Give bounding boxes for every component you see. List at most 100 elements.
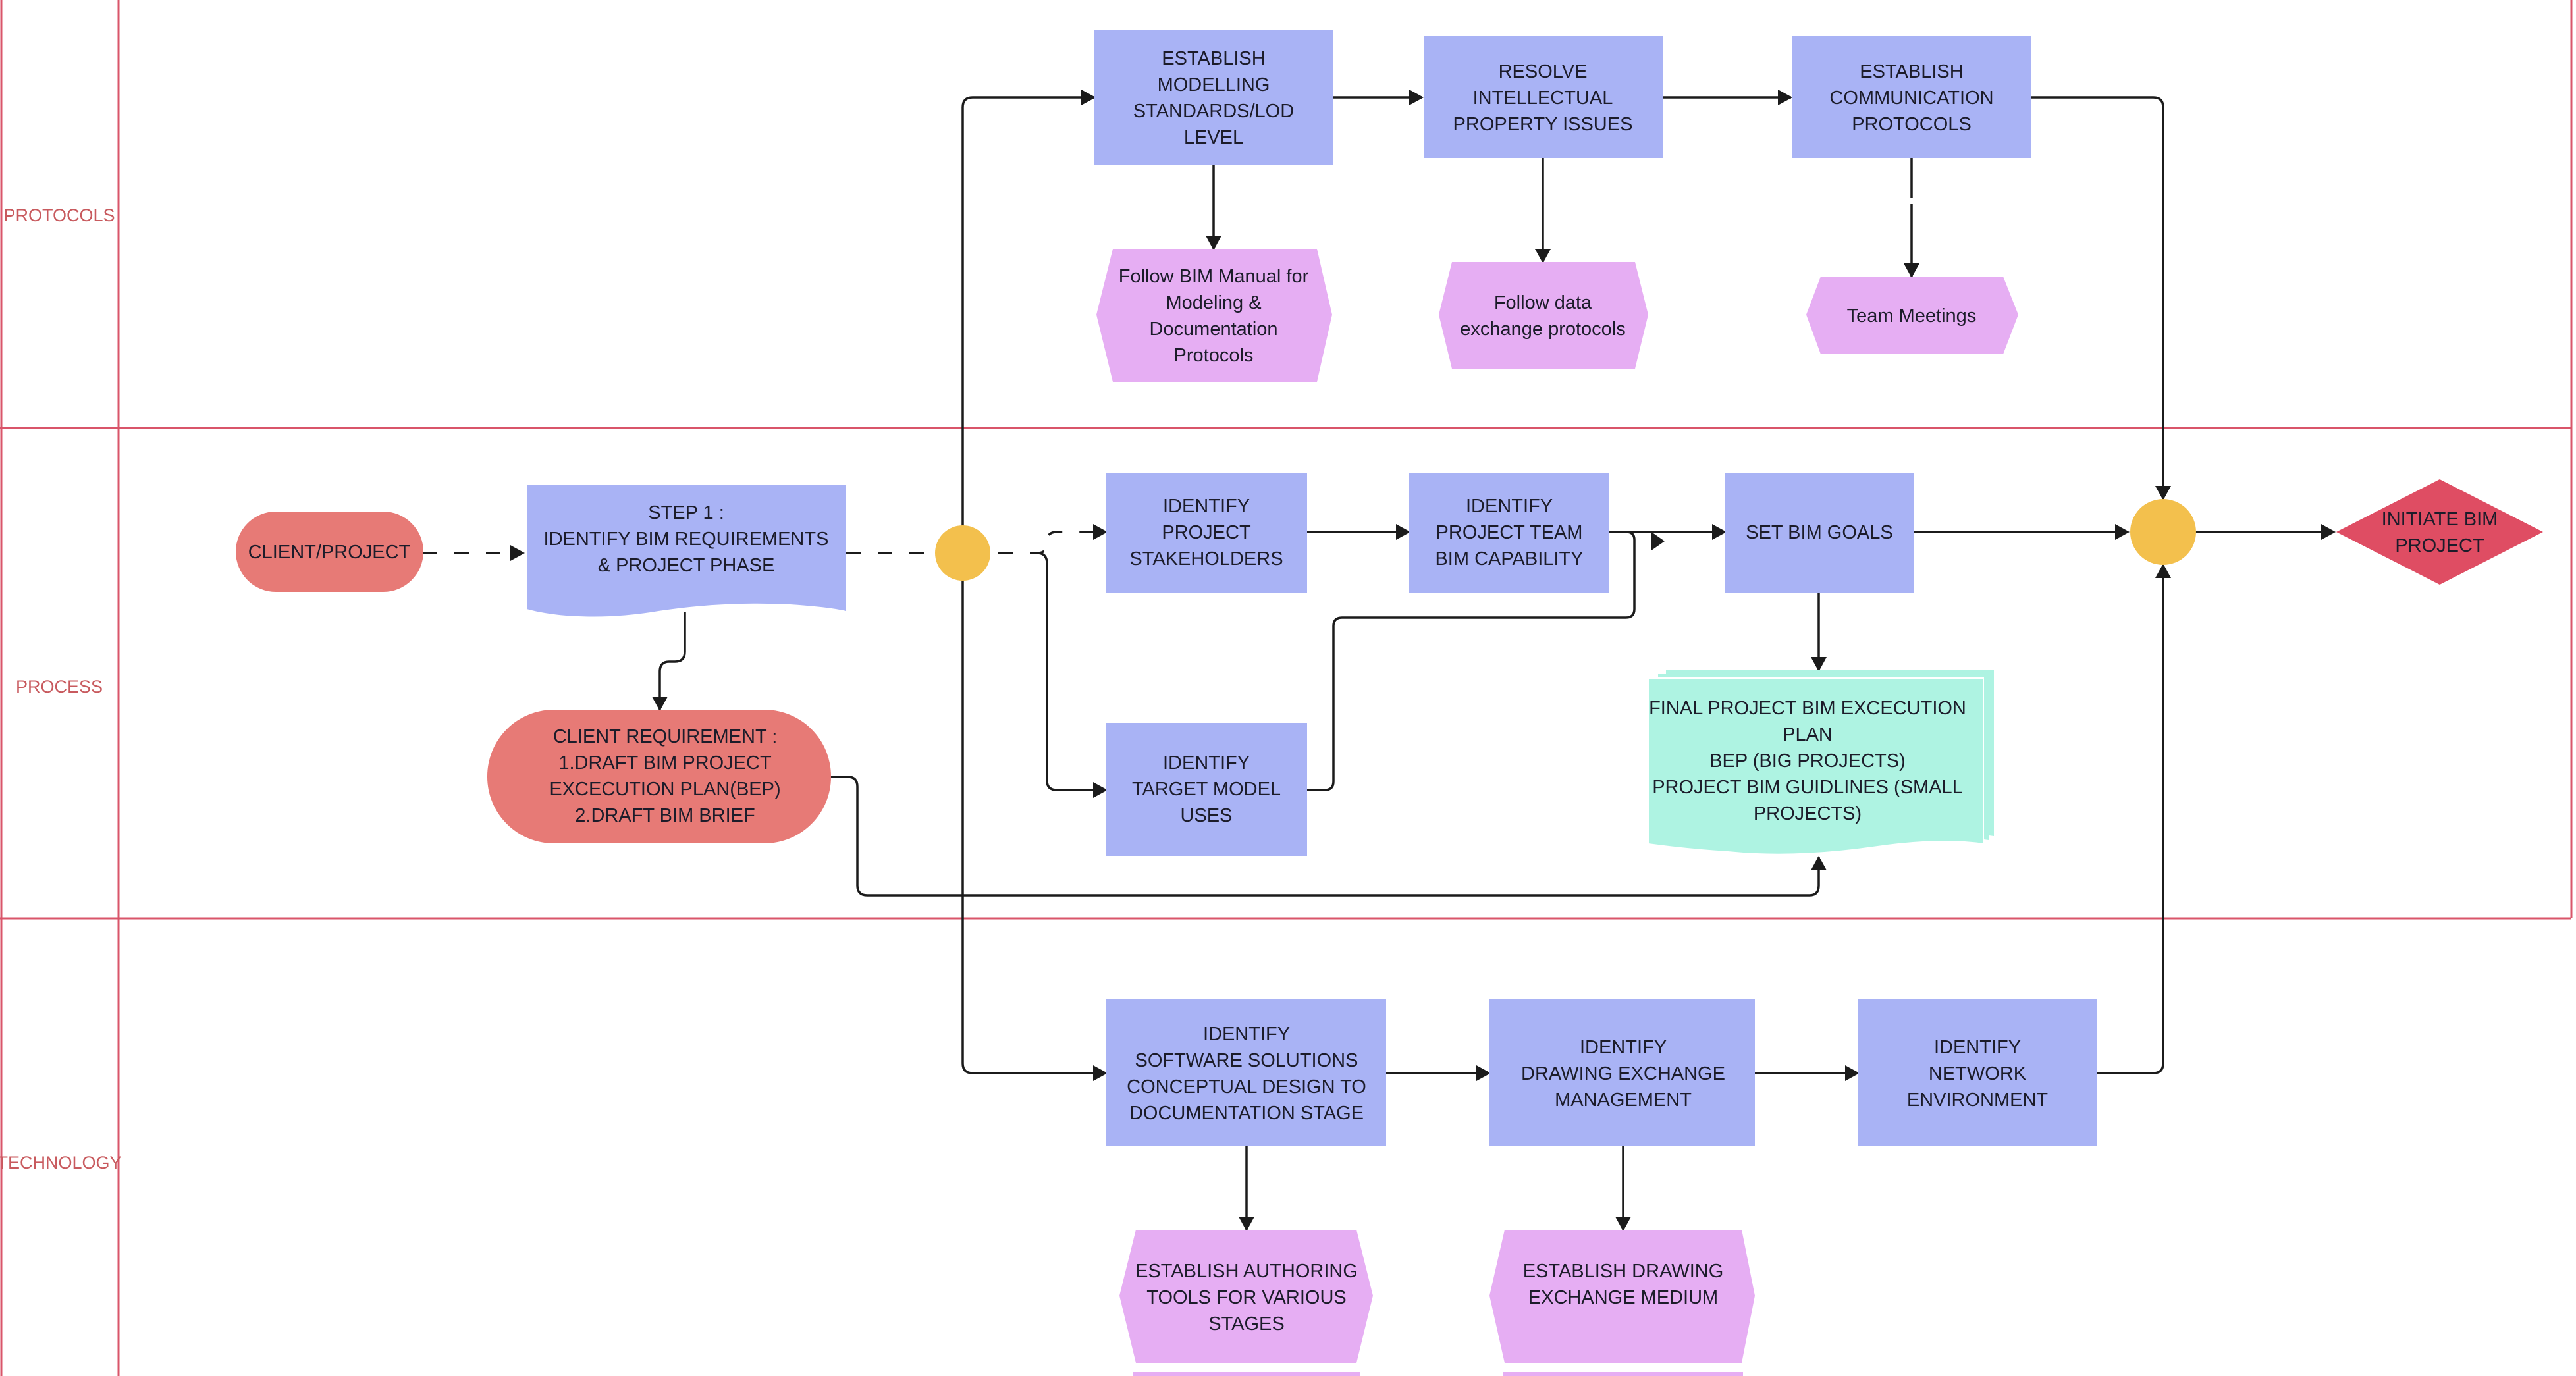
label-line: exchange protocols bbox=[1460, 319, 1626, 340]
label-client-project: CLIENT/PROJECT bbox=[248, 542, 411, 563]
label-line: PROJECT BIM GUIDLINES (SMALL bbox=[1652, 777, 1963, 798]
label-line: PROPERTY ISSUES bbox=[1453, 114, 1633, 135]
label-line: SET BIM GOALS bbox=[1746, 522, 1892, 543]
edge-junction-to-target-uses bbox=[1036, 552, 1108, 798]
label-identify-drawing: IDENTIFY DRAWING EXCHANGE MANAGEMENT bbox=[1521, 1037, 1725, 1111]
label-line: COMMUNICATION bbox=[1829, 88, 1993, 109]
lane-label-process: PROCESS bbox=[16, 677, 103, 697]
lane-label-technology: TECHNOLOGY bbox=[0, 1153, 122, 1173]
label-line: INITIATE BIM bbox=[2382, 509, 2498, 530]
junction-merge[interactable] bbox=[2130, 499, 2196, 565]
label-team-meetings: Team Meetings bbox=[1847, 305, 1977, 327]
data-establish-drawing-medium[interactable] bbox=[1489, 1230, 1755, 1363]
terminal-client-project[interactable] bbox=[236, 512, 423, 592]
label-line: PROTOCOLS bbox=[1852, 114, 1972, 135]
label-line: FINAL PROJECT BIM EXCECUTION bbox=[1649, 698, 1966, 719]
label-resolve-ip: RESOLVE INTELLECTUAL PROPERTY ISSUES bbox=[1453, 61, 1633, 135]
label-line: LEVEL bbox=[1184, 127, 1243, 148]
edges bbox=[423, 90, 2336, 1231]
multidocument-final-bep[interactable] bbox=[1648, 670, 1994, 855]
label-line: PROJECT bbox=[2395, 535, 2484, 556]
terminal-client-requirement[interactable] bbox=[487, 710, 831, 843]
process-identify-software[interactable] bbox=[1106, 999, 1386, 1146]
label-line: DOCUMENTATION STAGE bbox=[1129, 1103, 1364, 1124]
label-line: MODELLING bbox=[1158, 74, 1270, 95]
label-line: TOOLS FOR VARIOUS bbox=[1146, 1287, 1346, 1308]
process-identify-drawing[interactable] bbox=[1489, 999, 1755, 1146]
label-line: STAKEHOLDERS bbox=[1129, 548, 1283, 569]
data-team-meetings[interactable] bbox=[1806, 277, 2018, 354]
lane-label-protocols: PROTOCOLS bbox=[3, 205, 115, 225]
edge-step1-to-client-requirement bbox=[652, 612, 686, 711]
process-identify-stakeholders[interactable] bbox=[1106, 473, 1307, 593]
process-set-goals[interactable] bbox=[1725, 473, 1914, 593]
label-line: 1.DRAFT BIM PROJECT bbox=[558, 753, 772, 774]
process-identify-network[interactable] bbox=[1858, 999, 2097, 1146]
label-line: CLIENT/PROJECT bbox=[248, 542, 411, 563]
edge-network-to-junction2 bbox=[2097, 564, 2171, 1074]
label-line: EXCECUTION PLAN(BEP) bbox=[549, 779, 780, 800]
label-establish-authoring: ESTABLISH AUTHORING TOOLS FOR VARIOUS STAG… bbox=[1135, 1261, 1358, 1335]
label-line: DRAWING EXCHANGE bbox=[1521, 1063, 1725, 1084]
process-identify-team[interactable] bbox=[1409, 473, 1609, 593]
label-line: EXCHANGE MEDIUM bbox=[1528, 1287, 1718, 1308]
label-line: ESTABLISH AUTHORING bbox=[1135, 1261, 1358, 1282]
data-establish-drawing-medium-cutoff bbox=[1503, 1372, 1743, 1376]
label-line: IDENTIFY bbox=[1203, 1024, 1290, 1045]
label-identify-team: IDENTIFY PROJECT TEAM BIM CAPABILITY bbox=[1435, 496, 1583, 569]
process-identify-target[interactable] bbox=[1106, 723, 1307, 856]
edge-target-uses-to-team bbox=[1307, 531, 1636, 791]
label-line: PROJECTS) bbox=[1754, 803, 1862, 824]
label-line: Protocols bbox=[1174, 345, 1254, 366]
label-line: SOFTWARE SOLUTIONS bbox=[1135, 1050, 1358, 1071]
label-step1: STEP 1 :IDENTIFY BIM REQUIREMENTS& PROJE… bbox=[544, 502, 829, 576]
data-follow-data[interactable] bbox=[1439, 262, 1648, 369]
label-line: CLIENT REQUIREMENT : bbox=[553, 726, 778, 747]
process-establish-modelling[interactable] bbox=[1094, 30, 1333, 165]
process-resolve-ip[interactable] bbox=[1424, 36, 1663, 158]
label-line: Follow BIM Manual for bbox=[1119, 266, 1309, 287]
data-follow-manual[interactable] bbox=[1096, 249, 1332, 382]
label-line: IDENTIFY bbox=[1934, 1037, 2021, 1058]
label-line: IDENTIFY bbox=[1163, 753, 1250, 774]
data-establish-authoring[interactable] bbox=[1119, 1230, 1373, 1363]
edge-client-requirement-to-final-bep bbox=[831, 776, 1827, 897]
label-line: RESOLVE bbox=[1499, 61, 1588, 82]
junction-split[interactable] bbox=[935, 525, 990, 581]
edge-junction-to-software bbox=[961, 569, 1108, 1081]
label-line: CONCEPTUAL DESIGN TO bbox=[1127, 1076, 1366, 1098]
label-line: INTELLECTUAL bbox=[1473, 88, 1613, 109]
label-line: PLAN bbox=[1783, 724, 1833, 745]
label-set-goals: SET BIM GOALS bbox=[1746, 522, 1892, 543]
label-line: IDENTIFY bbox=[1580, 1037, 1667, 1058]
label-line: ESTABLISH bbox=[1162, 48, 1265, 69]
label-line: STAGES bbox=[1208, 1313, 1285, 1335]
label-line: MANAGEMENT bbox=[1555, 1090, 1692, 1111]
label-line: IDENTIFY bbox=[1163, 496, 1250, 517]
label-line: PROJECT TEAM bbox=[1436, 522, 1583, 543]
label-line: BIM CAPABILITY bbox=[1435, 548, 1583, 569]
label-initiate: INITIATE BIM PROJECT bbox=[2382, 509, 2498, 556]
label-line: 2.DRAFT BIM BRIEF bbox=[575, 805, 755, 826]
decision-initiate[interactable] bbox=[2336, 479, 2543, 585]
edge-comm-to-junction2 bbox=[2031, 96, 2171, 500]
data-establish-authoring-cutoff bbox=[1133, 1372, 1360, 1376]
label-identify-software: IDENTIFY SOFTWARE SOLUTIONS CONCEPTUAL DES… bbox=[1127, 1024, 1366, 1124]
label-line: TARGET MODEL bbox=[1132, 779, 1281, 800]
label-line: NETWORK bbox=[1929, 1063, 2027, 1084]
label-line: IDENTIFY bbox=[1466, 496, 1553, 517]
label-line: & PROJECT PHASE bbox=[598, 555, 775, 576]
edge-team-to-goals-arrowhead bbox=[1651, 532, 1665, 550]
process-establish-comm[interactable] bbox=[1792, 36, 2031, 158]
document-step1[interactable] bbox=[527, 485, 846, 617]
